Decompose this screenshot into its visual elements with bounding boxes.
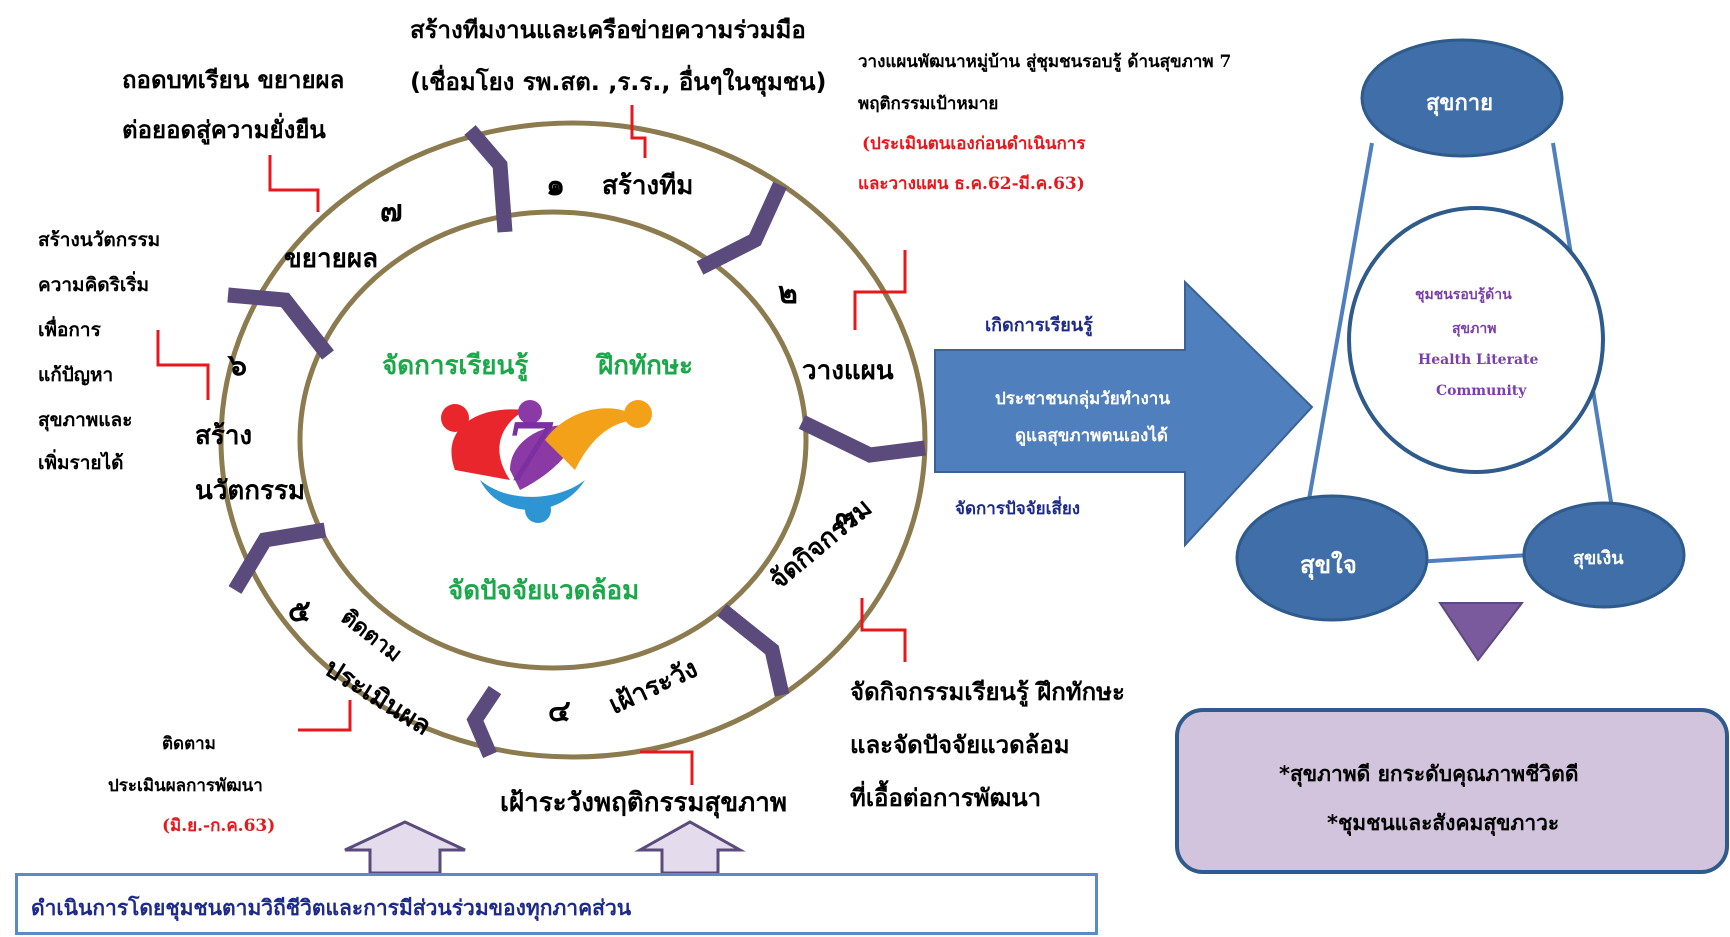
ring-spokes (227, 125, 926, 758)
left-mid-line6: เพิ่มรายได้ (38, 452, 124, 474)
right-bottom-line1: จัดกิจกรรมเรียนรู้ ฝึกทักษะ (850, 678, 1125, 706)
right-top-line1: วางแผนพัฒนาหมู่บ้าน สู่ชุมชนรอบรู้ ด้านส… (858, 52, 1232, 72)
callout-lines (156, 105, 907, 785)
center-env: จัดปัจจัยแวดล้อม (448, 576, 640, 606)
step4-num: ๔ (548, 694, 571, 729)
left-top-line2: ต่อยอดสู่ความยั่งยืน (122, 116, 326, 144)
outcome-box: *สุขภาพดี ยกระดับคุณภาพชีวิตดี *ชุมชนและ… (1175, 708, 1729, 874)
big-arrow (934, 279, 1314, 548)
step7-label: ขยายผล (284, 244, 379, 274)
arrow-below-label: จัดการปัจจัยเสี่ยง (955, 499, 1081, 519)
inner-ring (297, 209, 809, 671)
circle-right-label: สุขเงิน (1573, 548, 1624, 569)
right-top-line2: พฤติกรรมเป้าหมาย (858, 94, 999, 114)
arrow-inside-line1: ประชาชนกลุ่มวัยทำงาน (995, 389, 1170, 409)
circle-top (1360, 38, 1564, 158)
left-mid-line5: สุขภาพและ (38, 409, 133, 431)
step6-num: ๖ (228, 348, 248, 383)
step3-num: ๓ (835, 500, 856, 535)
up-arrow-left (344, 820, 466, 875)
down-triangle (1438, 602, 1525, 662)
circle-left-label: สุขใจ (1300, 551, 1357, 579)
step6-label1: สร้าง (195, 421, 253, 451)
left-top-line1: ถอดบทเรียน ขยายผล (122, 66, 345, 94)
circle-center-line4: Community (1436, 383, 1527, 399)
circle-right (1522, 501, 1686, 609)
center-learn: จัดการเรียนรู้ (382, 351, 529, 381)
right-bottom-line3: ที่เอื้อต่อการพัฒนา (850, 784, 1042, 812)
step6-label2: นวัตกรรม (195, 476, 306, 506)
arrow-inside-line2: ดูแลสุขภาพตนเองได้ (1015, 426, 1168, 446)
top-title-line2: (เชื่อมโยง รพ.สต. ,ร.ร., อื่นๆในชุมชน) (410, 68, 827, 96)
bottom-left-note-line2: ประเมินผลการพัฒนา (108, 776, 263, 796)
outcome-line1: *สุขภาพดี ยกระดับคุณภาพชีวิตดี (1279, 762, 1579, 786)
outcome-line2: *ชุมชนและสังคมสุขภาวะ (1327, 811, 1560, 835)
step2-num: ๒ (778, 276, 798, 311)
circle-center-line2: สุขภาพ (1452, 321, 1497, 337)
bottom-box-text: ดำเนินการโดยชุมชนตามวิถีชีวิตและการมีส่ว… (31, 896, 632, 920)
step5-num: ๕ (288, 594, 311, 629)
step1-label: สร้างทีม (602, 171, 694, 201)
right-bottom-line2: และจัดปัจจัยแวดล้อม (850, 731, 1070, 759)
bottom-left-note-red: (มิ.ย.-ก.ค.63) (162, 816, 276, 836)
circle-center-line1: ชุมชนรอบรู้ด้าน (1415, 287, 1512, 303)
center-skill: ฝึกทักษะ (598, 351, 693, 381)
left-mid-line1: สร้างนวัตกรรม (38, 229, 161, 251)
step1-num: ๑ (546, 168, 566, 203)
circle-left (1235, 494, 1429, 622)
bottom-box: ดำเนินการโดยชุมชนตามวิถีชีวิตและการมีส่ว… (15, 873, 1098, 935)
bottom-center-label: เฝ้าระวังพฤติกรรมสุขภาพ (500, 788, 788, 818)
outer-ring (218, 120, 928, 760)
left-mid-line3: เพื่อการ (38, 319, 101, 341)
circle-center-line3: Health Literate (1418, 352, 1539, 368)
left-mid-line2: ความคิดริเริ่ม (38, 274, 150, 296)
arrow-above-label: เกิดการเรียนรู้ (985, 315, 1093, 336)
bottom-left-note-line1: ติดตาม (162, 734, 216, 754)
right-top-red2: และวางแผน ธ.ค.62-มี.ค.63) (858, 174, 1085, 194)
step7-num: ๗ (380, 194, 403, 229)
logo-number: 7 (503, 406, 554, 499)
top-title-line1: สร้างทีมงานและเครือข่ายความร่วมมือ (410, 16, 806, 44)
circle-top-label: สุขกาย (1426, 91, 1494, 116)
left-mid-line4: แก้ปัญหา (38, 364, 114, 386)
right-top-red1: (ประเมินตนเองก่อนดำเนินการ (862, 134, 1086, 154)
up-arrow-right (634, 820, 746, 875)
circle-center (1347, 206, 1605, 474)
center-logo (441, 400, 652, 523)
step2-label: วางแผน (802, 356, 894, 386)
